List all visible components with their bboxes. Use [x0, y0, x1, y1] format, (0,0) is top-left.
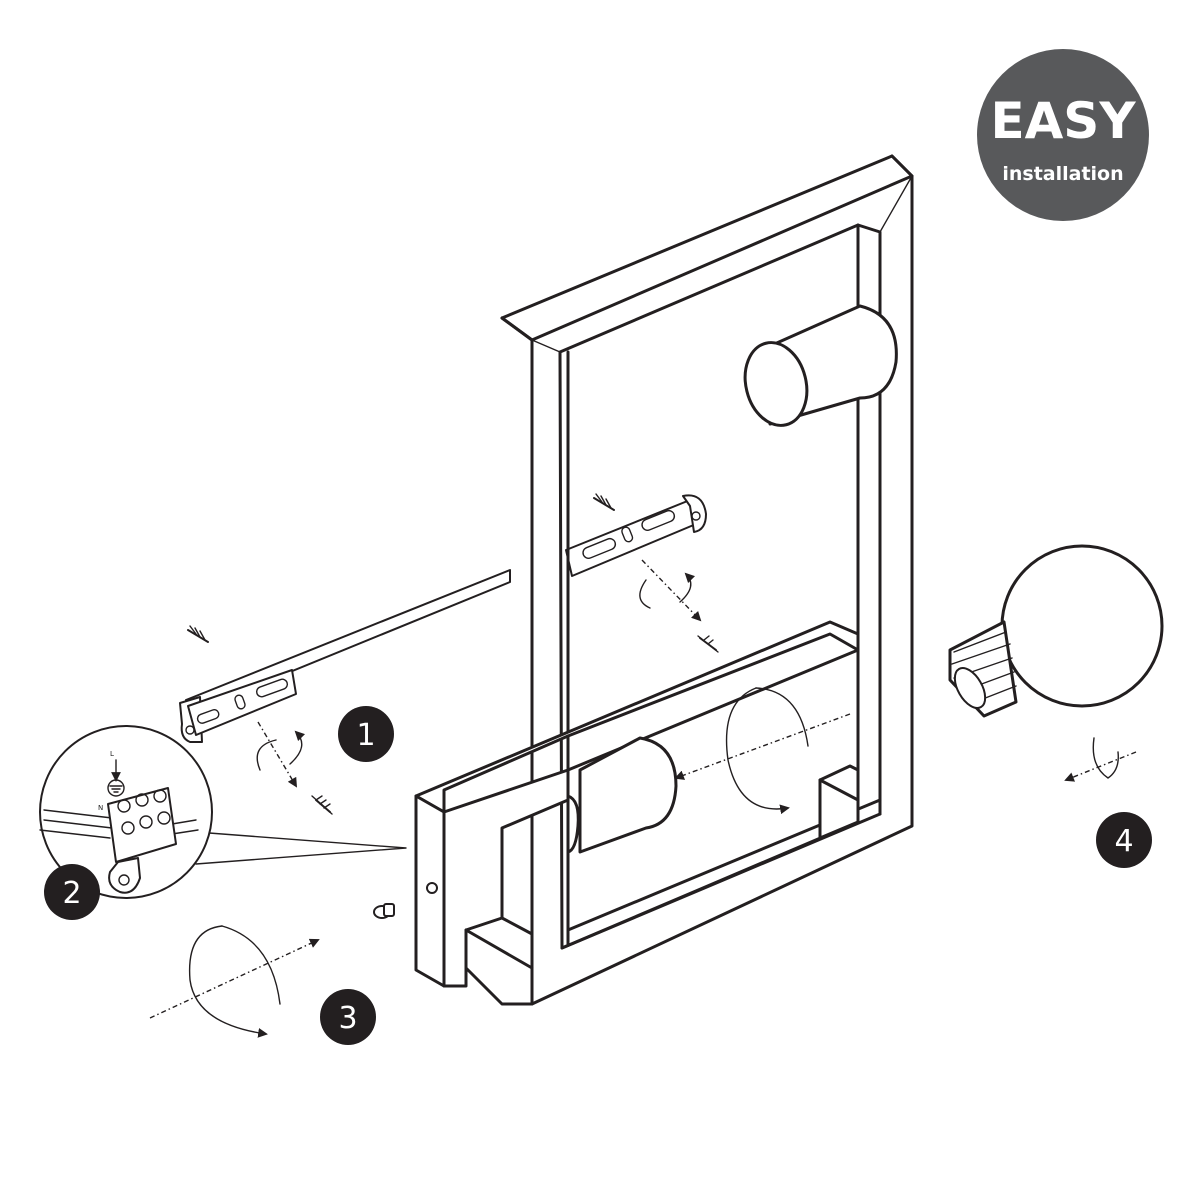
mounting-bracket-short — [565, 494, 707, 577]
step-marker-1: 1 — [338, 706, 394, 762]
lower-lamp-socket — [566, 736, 678, 854]
rotate-arrow-icon — [256, 721, 302, 788]
screw-icon — [311, 795, 333, 815]
wall-plug-icon — [187, 625, 209, 643]
step-marker-2: 2 — [44, 864, 100, 920]
wall-plug-icon — [593, 493, 615, 511]
wire-label-neutral: N — [98, 804, 103, 812]
rotate-arrow-icon — [1064, 737, 1137, 782]
upper-lamp-socket — [743, 304, 898, 427]
badge-subtitle: installation — [1002, 163, 1123, 185]
rotate-arrow-icon — [149, 925, 320, 1038]
step-marker-3: 3 — [320, 989, 376, 1045]
step-number: 3 — [338, 1001, 357, 1036]
step-number: 1 — [356, 718, 375, 753]
screw-icon — [697, 635, 719, 653]
step-marker-4: 4 — [1096, 812, 1152, 868]
badge-circle — [977, 49, 1149, 221]
rotate-arrow-icon — [674, 687, 851, 815]
lamp-crossbar — [414, 620, 860, 1006]
wire-label-live: L — [110, 750, 114, 758]
mounting-bracket-long — [179, 569, 511, 743]
badge-title: EASY — [990, 92, 1136, 150]
wiring-detail-callout: L N — [39, 725, 407, 899]
lamp-frame — [500, 154, 914, 1006]
light-bulb-icon — [948, 544, 1164, 718]
step-number: 2 — [62, 876, 81, 911]
rotate-arrow-icon — [639, 559, 702, 622]
screw-icon — [373, 903, 395, 919]
easy-installation-badge: EASY installation — [977, 49, 1149, 221]
step-number: 4 — [1114, 824, 1133, 859]
